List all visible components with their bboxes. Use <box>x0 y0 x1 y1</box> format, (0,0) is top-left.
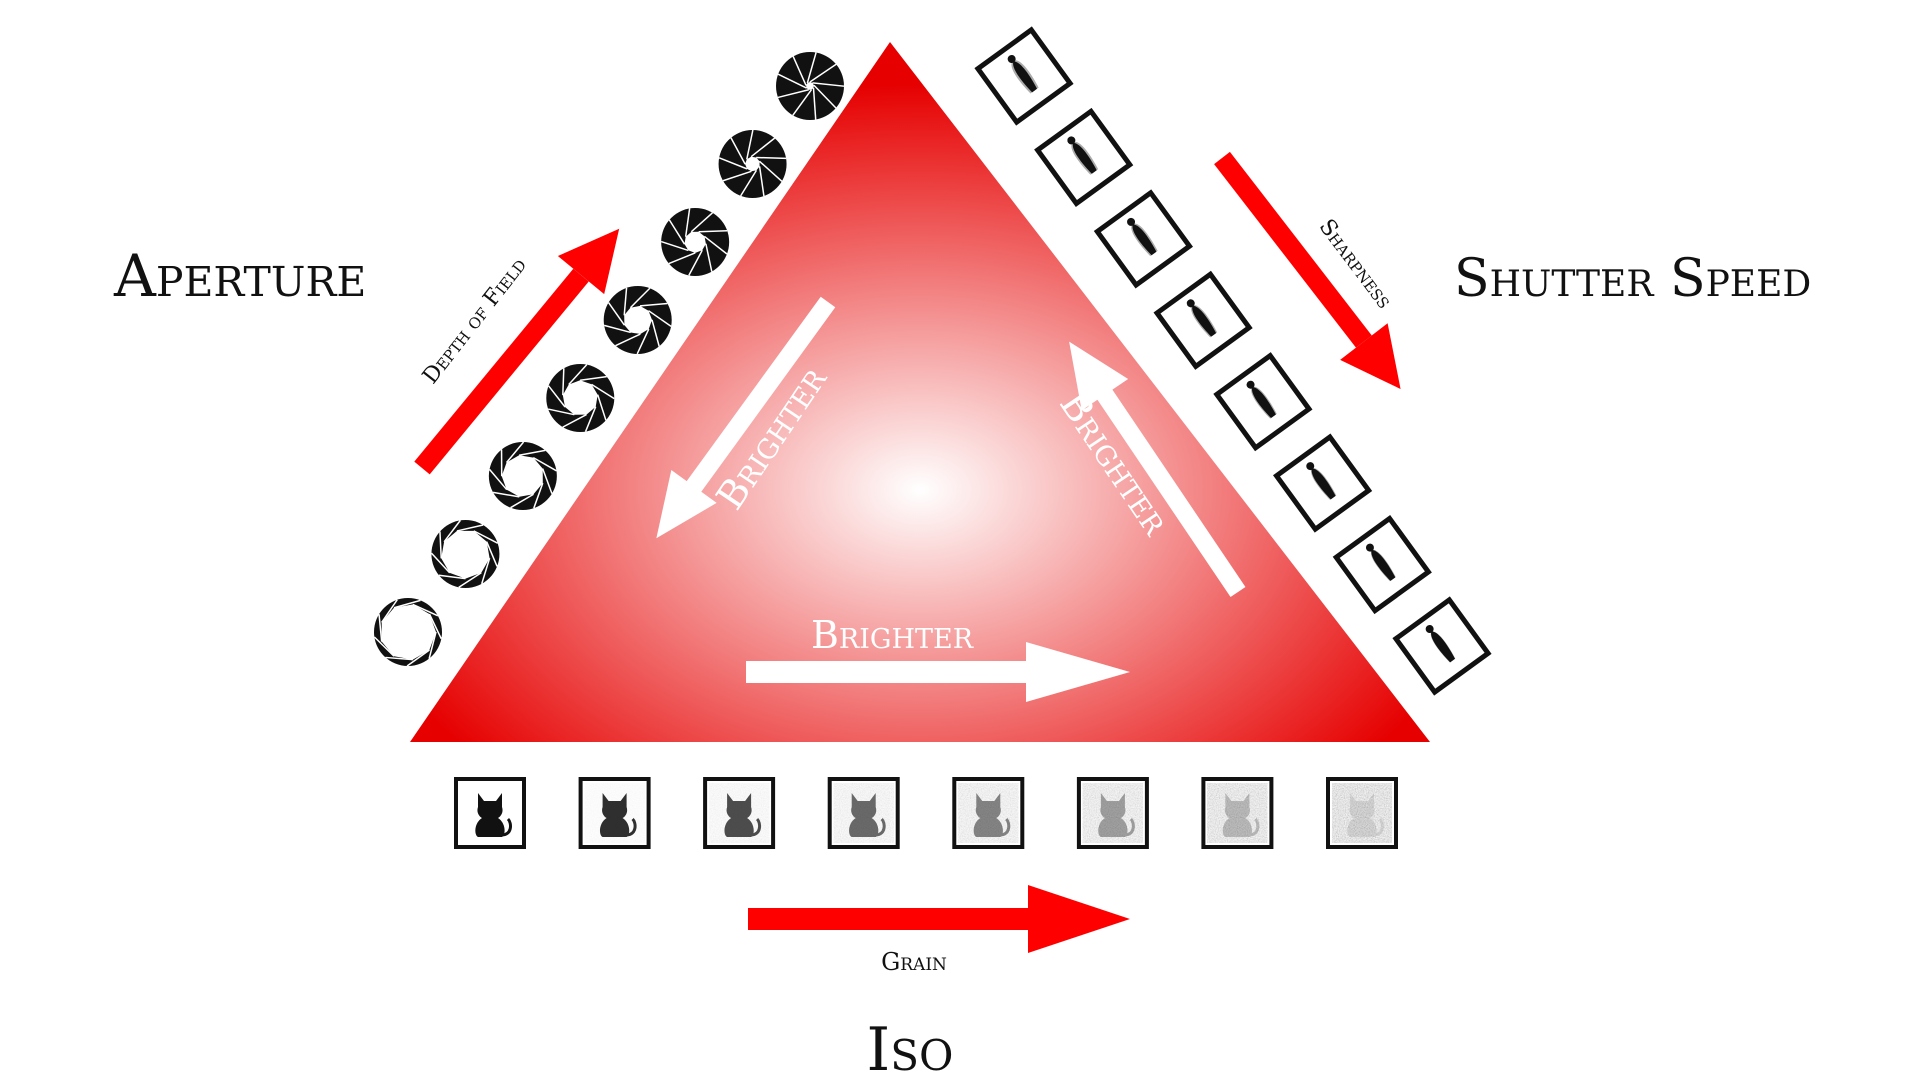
sharpness-arrow <box>1214 151 1401 390</box>
aperture-title: Aperture <box>113 242 366 310</box>
aperture-icon <box>603 286 672 355</box>
aperture-icon <box>430 519 500 588</box>
moving-figure-icon <box>1273 433 1373 533</box>
cat-icon <box>454 777 526 849</box>
cat-icon <box>703 777 776 849</box>
moving-figure-icon <box>1213 352 1313 452</box>
aperture-icon <box>776 52 845 120</box>
exposure-triangle <box>410 42 1430 742</box>
aperture-icons <box>373 52 845 667</box>
cat-icon <box>1326 777 1398 849</box>
moving-figure-icon <box>1034 107 1134 207</box>
brighter-arrow-right <box>1069 341 1246 598</box>
iso-icons <box>454 777 1398 849</box>
aperture-icon <box>718 129 787 198</box>
cat-icon <box>1076 777 1149 849</box>
cat-icon <box>1201 777 1274 849</box>
grain-arrow <box>748 885 1130 953</box>
aperture-icon <box>660 208 730 276</box>
moving-figure-icon <box>1093 189 1193 289</box>
moving-figure-icon <box>1332 515 1432 615</box>
iso-title: Iso <box>867 1015 954 1080</box>
brighter-arrow-bottom <box>746 642 1130 702</box>
aperture-icon <box>373 598 442 667</box>
aperture-icon <box>488 441 557 510</box>
moving-figure-icon <box>974 26 1074 126</box>
shutter-speed-title: Shutter Speed <box>1454 249 1811 309</box>
moving-figure-icon <box>1153 270 1253 370</box>
moving-figure-icon <box>1392 596 1492 696</box>
brighter-arrow-left <box>656 296 836 539</box>
cat-icon <box>578 777 651 849</box>
shutter-speed-icons <box>974 26 1492 696</box>
depth-of-field-arrow <box>414 228 620 475</box>
cat-icon <box>952 777 1025 849</box>
aperture-icon <box>546 364 615 432</box>
brighter-label-bottom: Brighter <box>811 613 974 657</box>
cat-icon <box>827 777 900 849</box>
grain-label: Grain <box>881 948 947 976</box>
